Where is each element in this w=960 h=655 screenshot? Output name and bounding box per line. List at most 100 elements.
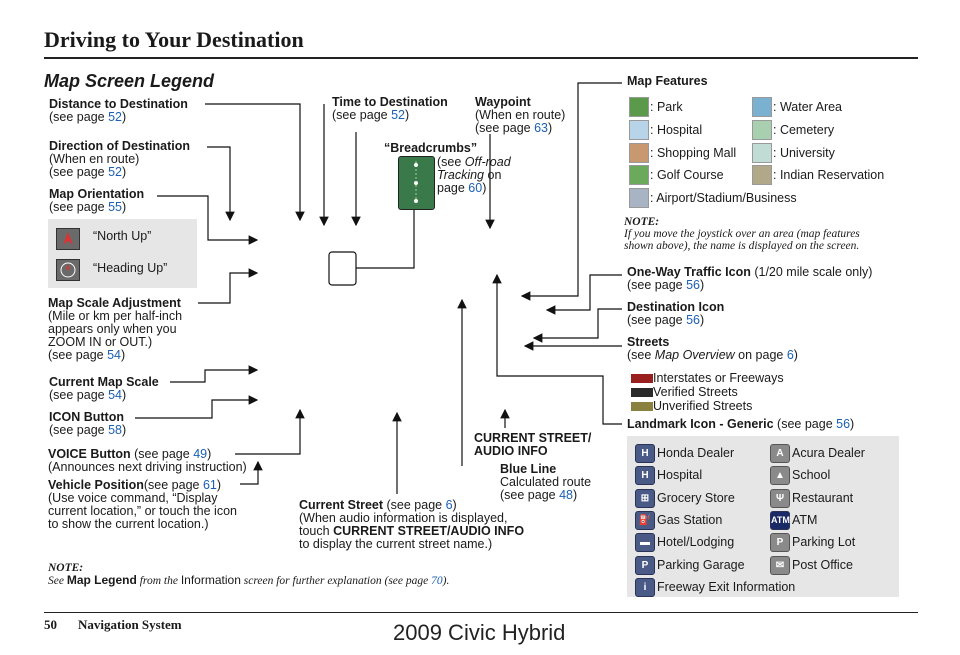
arrow-landmark (492, 273, 622, 425)
feature-swatch (752, 143, 772, 163)
page-title: Driving to Your Destination (44, 27, 304, 52)
feature-swatch (629, 143, 649, 163)
street-legend-label: Unverified Streets (653, 399, 753, 413)
honda-icon: H (635, 444, 655, 463)
feature-label: : Indian Reservation (773, 168, 885, 182)
label-voice: VOICE Button (see page 49)(Announces nex… (48, 447, 247, 474)
label-orientation: Map Orientation(see page 55) (49, 187, 145, 214)
landmark-label: Honda Dealer (657, 446, 735, 460)
label-breadcrumbs-title: “Breadcrumbs” (384, 141, 478, 155)
orientation-box: “North Up” “Heading Up” (48, 219, 197, 288)
map-features-title: Map Features (627, 74, 708, 88)
header-rule (44, 57, 918, 59)
arrow-scale-adj (198, 268, 259, 304)
street-legend-line (631, 374, 653, 383)
parking-lot-icon: P (770, 533, 790, 553)
heading-up-label: “Heading Up” (93, 261, 168, 275)
page-number: 50 (44, 617, 57, 632)
feature-label: : Shopping Mall (650, 146, 737, 160)
grocery-icon: ⊞ (635, 488, 655, 508)
feature-label: : Airport/Stadium/Business (650, 191, 797, 205)
vehicle-box (328, 251, 357, 286)
landmark-label: Parking Lot (792, 535, 856, 550)
landmark-label: Post Office (792, 557, 853, 572)
section-title: Map Screen Legend (44, 71, 215, 91)
arrow-orientation (157, 195, 259, 245)
north-up-label: “North Up” (93, 229, 152, 243)
landmark-label: School (792, 468, 831, 483)
feature-label: : Cemetery (773, 123, 835, 137)
feature-swatch (629, 97, 649, 117)
label-scale-adjustment: Map Scale Adjustment(Mile or km per half… (48, 296, 183, 362)
feature-swatch (752, 97, 772, 117)
gas-icon: ⛽ (635, 510, 655, 530)
feature-swatch (629, 120, 649, 140)
label-time: Time to Destination(see page 52) (332, 95, 448, 122)
landmark-label: Parking Garage (657, 557, 745, 572)
label-landmark: Landmark Icon - Generic (see page 56) (627, 417, 855, 431)
label-distance: Distance to Destination(see page 52) (49, 97, 188, 124)
hotel-icon: ▬ (635, 533, 655, 553)
landmark-label: Gas Station (657, 512, 723, 527)
acura-icon: A (770, 444, 790, 463)
landmark-label: Grocery Store (657, 490, 735, 505)
feature-label: : University (773, 146, 835, 160)
landmark-label: Hotel/Lodging (657, 535, 735, 550)
feature-label: : Water Area (773, 100, 843, 114)
label-waypoint: Waypoint(When en route)(see page 63) (475, 95, 566, 135)
hospital-icon: H (635, 466, 655, 486)
feature-swatch (629, 165, 649, 185)
school-icon: ▲ (770, 466, 790, 486)
feature-swatch (752, 120, 772, 140)
breadcrumbs-image (398, 156, 435, 210)
heading-up-icon (56, 259, 80, 281)
street-legend-label: Verified Streets (653, 385, 738, 399)
arrow-icon-button (135, 395, 259, 419)
street-legend-label: Interstates or Freeways (653, 371, 784, 385)
label-cs-audio: CURRENT STREET/AUDIO INFO (474, 431, 592, 458)
footer-title: Navigation System (78, 617, 182, 632)
note-joystick: NOTE:If you move the joystick over an ar… (624, 216, 860, 252)
label-icon-button: ICON Button(see page 58) (49, 410, 127, 437)
note-map-legend: NOTE:See Map Legend from the Information… (48, 562, 450, 587)
feature-label: : Golf Course (650, 168, 724, 182)
street-legend-line (631, 388, 653, 397)
label-vehicle-position: Vehicle Position(see page 61)(Use voice … (48, 478, 237, 531)
arrow-oneway (545, 274, 622, 315)
label-oneway: One-Way Traffic Icon (1/20 mile scale on… (627, 265, 873, 292)
arrow-cur-scale (170, 365, 259, 383)
feature-label: : Hospital (650, 123, 703, 137)
label-streets: Streets(see Map Overview on page 6) (627, 335, 798, 362)
label-current-scale: Current Map Scale(see page 54) (49, 375, 159, 402)
atm-icon: ATM (770, 510, 790, 530)
post-office-icon: ✉ (770, 555, 790, 575)
restaurant-icon: Ψ (770, 488, 790, 508)
label-current-street: Current Street (see page 6)(When audio i… (299, 498, 525, 551)
arrow-voice (235, 408, 305, 455)
landmark-label: Restaurant (792, 490, 854, 505)
arrow-distance (205, 103, 305, 222)
label-destination-icon: Destination Icon(see page 56) (627, 300, 725, 327)
landmark-label: Freeway Exit Information (657, 579, 796, 594)
landmark-label: Hospital (657, 468, 703, 483)
arrow-vehicle (240, 460, 263, 485)
footer-rule (44, 612, 918, 613)
arrow-direction (207, 146, 235, 222)
feature-swatch (752, 165, 772, 185)
landmark-label: ATM (792, 512, 818, 527)
feature-swatch (629, 188, 649, 208)
arrow-map-features (520, 82, 622, 301)
landmark-label: Acura Dealer (792, 446, 865, 460)
arrow-dest-icon (532, 308, 622, 343)
street-legend-line (631, 402, 653, 411)
freeway-exit-icon: i (635, 577, 655, 597)
feature-label: : Park (650, 100, 683, 114)
parking-garage-icon: P (635, 555, 655, 575)
label-direction: Direction of Destination(When en route)(… (49, 139, 190, 179)
north-up-icon (56, 228, 80, 250)
watermark-model: 2009 Civic Hybrid (393, 620, 566, 645)
